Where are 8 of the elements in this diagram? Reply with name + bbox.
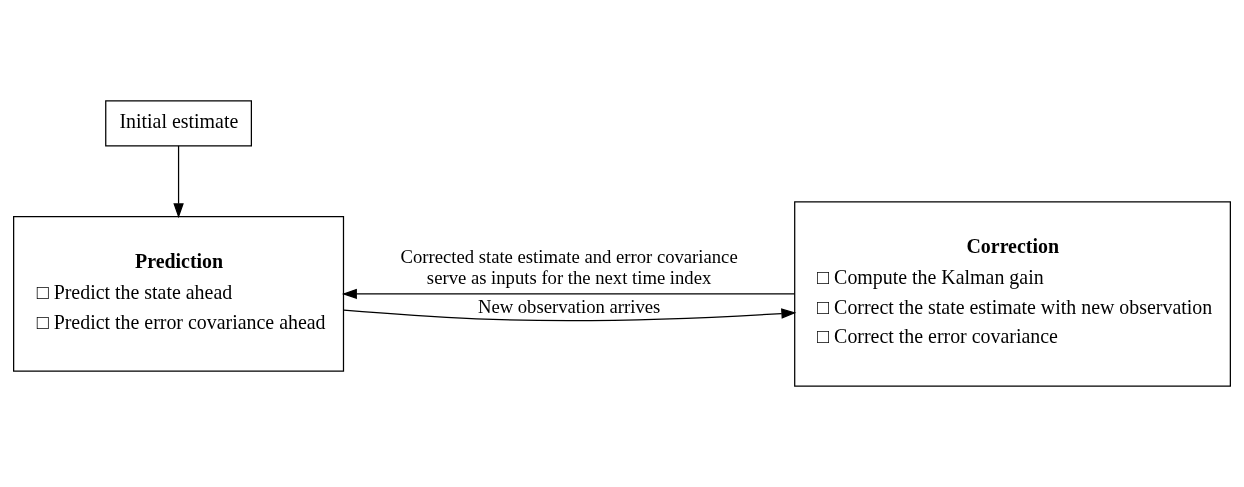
- arrow: [341, 288, 796, 300]
- edge-label: Corrected state estimate and error covariance serve as inputs for the next time index: [400, 245, 738, 288]
- node-box: Prediction □ Predict the state ahead □ Predict the error covariance ahead: [13, 216, 345, 372]
- edge-label: New observation arrives: [477, 295, 661, 317]
- arrow: [343, 308, 797, 322]
- node-box: Initial estimate: [105, 100, 252, 147]
- arrow: [173, 145, 184, 219]
- node-box: Correction □ Compute the Kalman gain □ Correct the state estimate with new observation □ Correct the error covariance: [794, 201, 1231, 387]
